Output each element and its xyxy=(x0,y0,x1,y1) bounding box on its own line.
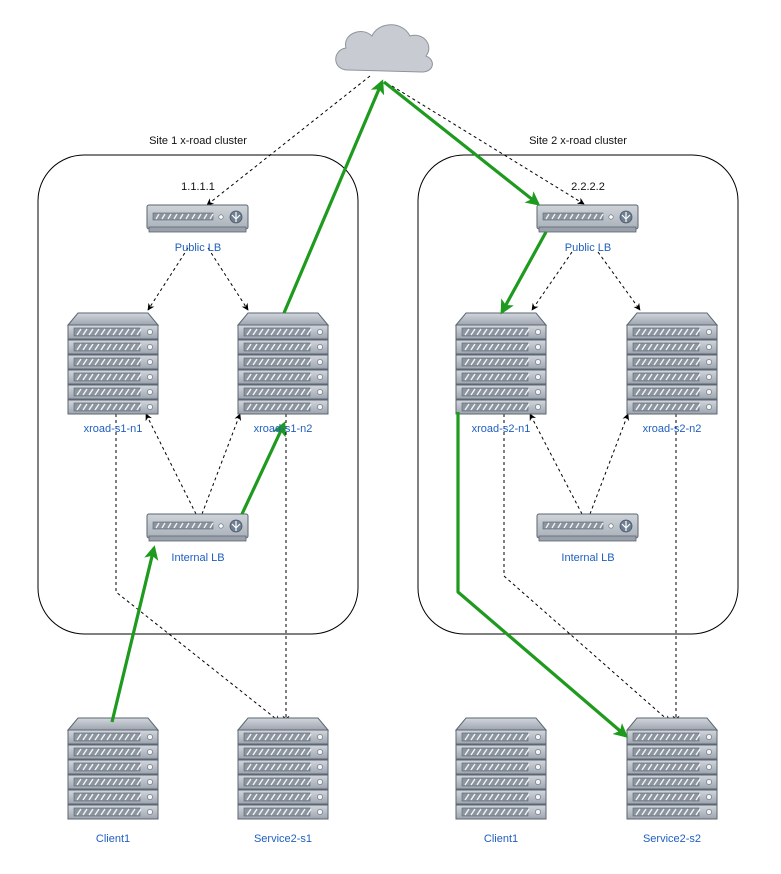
s1-internal-lb-device xyxy=(146,513,249,542)
path-s2-lb-to-s2-n1 xyxy=(500,231,548,315)
label-xroad-s2-n1: xroad-s2-n1 xyxy=(472,423,531,435)
s2-internal-lb-label: Internal LB xyxy=(561,552,614,564)
site1-cluster-box xyxy=(37,154,359,635)
path-internal-lb-to-s1-n2 xyxy=(240,421,286,515)
s1-public-ip: 1.1.1.1 xyxy=(181,181,215,193)
site2-cluster-title: Site 2 x-road cluster xyxy=(529,135,627,147)
link-cloud-s2-public-lb xyxy=(391,85,585,205)
link-cloud-s1-public-lb xyxy=(206,75,371,206)
link-s2-lb-n2 xyxy=(597,251,641,311)
s2-public-lb-device xyxy=(536,204,639,233)
path-cloud-to-s2-public-lb xyxy=(383,80,541,206)
label-xroad-s1-n2: xroad-s1-n2 xyxy=(254,423,313,435)
server-xroad-s2-n1 xyxy=(454,312,548,415)
s1-internal-lb-label: Internal LB xyxy=(171,552,224,564)
path-client-to-internal-lb xyxy=(110,545,159,723)
link-s1-lb-n1 xyxy=(147,247,189,311)
dashed-links xyxy=(115,75,680,723)
link-s1-ilb-n1 xyxy=(145,413,197,515)
path-s2-n1-to-service xyxy=(456,412,629,738)
label-service2-s2: Service2-s2 xyxy=(643,833,701,845)
internet-cloud-icon xyxy=(335,24,433,73)
server-service2-s1 xyxy=(236,717,330,820)
active-request-path xyxy=(110,79,629,738)
link-s2-n1-service xyxy=(503,414,671,723)
site2-cluster-box xyxy=(417,154,739,635)
server-xroad-s1-n1 xyxy=(66,312,160,415)
server-xroad-s1-n2 xyxy=(236,312,330,415)
s2-public-lb-label: Public LB xyxy=(565,242,611,254)
link-s2-ilb-n1 xyxy=(529,413,583,515)
link-s1-ilb-n2 xyxy=(201,413,242,515)
s2-public-ip: 2.2.2.2 xyxy=(571,181,605,193)
label-xroad-s2-n2: xroad-s2-n2 xyxy=(643,423,702,435)
label-service2-s1: Service2-s1 xyxy=(254,833,312,845)
link-s1-n1-service xyxy=(115,414,281,723)
link-s2-ilb-n2 xyxy=(589,413,630,515)
path-s1-n2-to-cloud xyxy=(282,79,385,314)
server-client1-site2 xyxy=(454,717,548,820)
server-service2-s2 xyxy=(625,717,719,820)
server-xroad-s2-n2 xyxy=(625,312,719,415)
s1-public-lb-label: Public LB xyxy=(175,242,221,254)
link-s2-lb-n1 xyxy=(531,251,573,311)
site1-cluster-title: Site 1 x-road cluster xyxy=(149,135,247,147)
server-client1-site1 xyxy=(66,717,160,820)
link-s1-lb-n2 xyxy=(207,247,249,311)
label-client1-site2: Client1 xyxy=(484,833,518,845)
s2-internal-lb-device xyxy=(536,513,639,542)
label-xroad-s1-n1: xroad-s1-n1 xyxy=(84,423,143,435)
s1-public-lb-device xyxy=(146,204,249,233)
label-client1-site1: Client1 xyxy=(96,833,130,845)
